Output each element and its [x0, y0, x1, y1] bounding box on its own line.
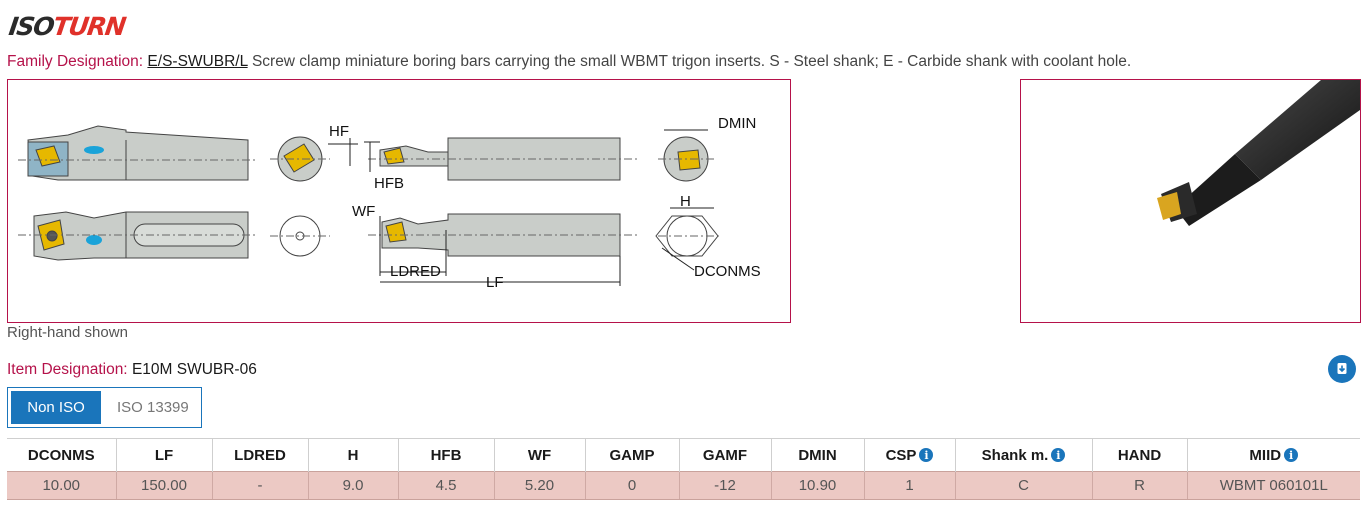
family-code-link[interactable]: E/S-SWUBR/L — [147, 53, 248, 70]
table-cell: WBMT 060101L — [1187, 471, 1360, 500]
header-cell: H — [308, 438, 399, 472]
dim-wf-label: WF — [352, 203, 375, 220]
download-circle-icon — [1337, 363, 1347, 374]
header-cell: GAMF — [679, 438, 772, 472]
download-button[interactable] — [1328, 355, 1356, 383]
table-cell: 4.5 — [398, 471, 495, 500]
right-hand-caption: Right-hand shown — [7, 324, 128, 341]
table-cell: 9.0 — [308, 471, 399, 500]
tab-non-iso[interactable]: Non ISO — [11, 391, 101, 424]
info-icon[interactable]: i — [1284, 448, 1299, 462]
standard-toggle: Non ISO ISO 13399 — [7, 387, 202, 428]
info-icon[interactable]: i — [1051, 448, 1066, 462]
info-icon[interactable]: i — [919, 448, 934, 462]
family-description: Screw clamp miniature boring bars carryi… — [251, 53, 1132, 70]
header-cell: DCONMS — [7, 438, 117, 472]
table-cell: 150.00 — [116, 471, 213, 500]
header-cell: GAMP — [585, 438, 680, 472]
header-cell: Shank m.i — [955, 438, 1093, 472]
table-cell: -12 — [679, 471, 772, 500]
header-cell: LF — [116, 438, 213, 472]
header-cell: WF — [494, 438, 586, 472]
header-cell: DMIN — [771, 438, 865, 472]
logo-turn-text: TURN — [51, 12, 127, 41]
technical-drawing: HF HFB WF LDRED LF DMIN H DCONMS — [7, 79, 791, 323]
item-designation: Item Designation: E10M SWUBR-06 — [7, 360, 257, 380]
dim-hfb-label: HFB — [374, 175, 404, 192]
spec-table: DCONMS LF LDRED H HFB WF GAMP GAMF DMIN … — [7, 438, 1360, 500]
dim-lf-label: LF — [486, 274, 504, 291]
dim-dmin-label: DMIN — [718, 115, 756, 132]
table-cell: - — [212, 471, 309, 500]
item-value: E10M SWUBR-06 — [131, 361, 257, 378]
header-cell: HFB — [398, 438, 495, 472]
product-photo — [1020, 79, 1361, 323]
dim-dconms-label: DCONMS — [694, 263, 761, 280]
table-cell: 5.20 — [494, 471, 586, 500]
boring-bar-photo-svg — [1157, 80, 1360, 226]
table-header-row: DCONMS LF LDRED H HFB WF GAMP GAMF DMIN … — [7, 438, 1360, 472]
table-cell: R — [1092, 471, 1188, 500]
header-cell: HAND — [1092, 438, 1188, 472]
item-label: Item Designation: — [7, 361, 128, 378]
dim-hf-label: HF — [329, 123, 349, 140]
table-cell: 10.90 — [771, 471, 865, 500]
family-designation: Family Designation: E/S-SWUBR/L Screw cl… — [7, 52, 1131, 72]
table-row: 10.00 150.00 - 9.0 4.5 5.20 0 -12 10.90 … — [7, 471, 1360, 500]
isoturn-logo: ISOTURN — [7, 12, 127, 42]
table-cell: C — [955, 471, 1093, 500]
dim-ldred-label: LDRED — [390, 263, 441, 280]
dim-h-label: H — [680, 193, 691, 210]
table-cell: 1 — [864, 471, 956, 500]
tab-iso-13399[interactable]: ISO 13399 — [117, 399, 189, 416]
drawing-svg: HF HFB WF LDRED LF DMIN H DCONMS — [18, 115, 761, 291]
logo-iso-text: ISO — [7, 12, 56, 41]
table-cell: 0 — [585, 471, 680, 500]
table-cell: 10.00 — [7, 471, 117, 500]
header-cell: LDRED — [212, 438, 309, 472]
family-label: Family Designation: — [7, 53, 144, 70]
